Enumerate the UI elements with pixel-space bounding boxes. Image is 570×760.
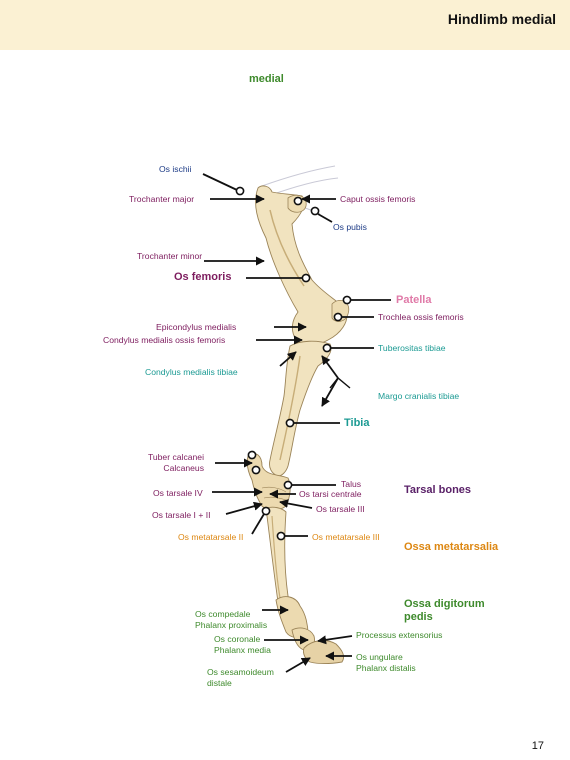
- label-tuberositas-tibiae: Tuberositas tibiae: [378, 343, 446, 353]
- page-title: Hindlimb medial: [447, 11, 556, 27]
- marker-caput-ossis-femoris: [293, 196, 303, 206]
- label-ossa-digitorum: Ossa digitorum: [404, 598, 485, 610]
- label-os-tarsale-iii: Os tarsale III: [316, 504, 365, 514]
- pointer-lines: [202, 173, 391, 673]
- label-margo-cranialis-tibiae: Margo cranialis tibiae: [378, 391, 460, 401]
- pointer-os-ischii: [202, 173, 238, 191]
- label-os-femoris: Os femoris: [174, 271, 232, 283]
- label-talus: Talus: [341, 479, 362, 489]
- view-subtitle: medial: [249, 73, 284, 85]
- label-os-coronale: Os coronale: [214, 634, 261, 644]
- pointer-condylus-medialis-tibiae: [279, 351, 297, 367]
- label-os-tarsale-iv: Os tarsale IV: [153, 488, 203, 498]
- label-condylus-medialis-ossis-femoris: Condylus medialis ossis femoris: [103, 335, 226, 345]
- marker-tuberositas-tibiae: [322, 343, 332, 353]
- label-pedis: pedis: [404, 611, 433, 623]
- label-caput-ossis-femoris: Caput ossis femoris: [340, 194, 416, 204]
- label-ossa-metatarsalia: Ossa metatarsalia: [404, 541, 499, 553]
- label-processus-extensorius: Processus extensorius: [356, 630, 443, 640]
- label-calcaneus: Calcaneus: [163, 463, 204, 473]
- label-tuber-calcanei: Tuber calcanei: [147, 452, 204, 462]
- landmark-markers: [235, 186, 352, 541]
- label-trochlea-ossis-femoris: Trochlea ossis femoris: [378, 312, 464, 322]
- pointer-processus-extensorius: [317, 635, 353, 645]
- label-trochanter-minor: Trochanter minor: [137, 251, 203, 261]
- metatarsus-bone: [265, 506, 289, 603]
- metatarsus-shading: [271, 515, 281, 599]
- label-os-sesamoideum: Os sesamoideum: [207, 667, 274, 677]
- label-patella: Patella: [396, 294, 432, 306]
- pointer-os-metatarsale-ii: [251, 513, 265, 535]
- marker-os-ischii: [235, 186, 245, 196]
- pointer-os-sesamoideum: [285, 657, 311, 673]
- label-os-pubis: Os pubis: [333, 222, 367, 232]
- label-tarsal-bones: Tarsal bones: [404, 484, 472, 496]
- label-condylus-medialis-tibiae: Condylus medialis tibiae: [145, 367, 238, 377]
- pointer-os-pubis: [317, 213, 333, 223]
- header-bar: Hindlimb medial: [0, 0, 570, 50]
- marker-trochlea: [333, 312, 343, 322]
- label-phalanx-distalis: Phalanx distalis: [356, 663, 416, 673]
- marker-os-metatarsale-iii: [276, 531, 286, 541]
- marker-os-metatarsale-ii: [261, 506, 271, 516]
- label-phalanx-media: Phalanx media: [214, 645, 271, 655]
- label-os-ungulare: Os ungulare: [356, 652, 403, 662]
- pointer-margo-cranialis-a: [321, 377, 339, 407]
- marker-os-pubis: [310, 206, 320, 216]
- label-os-metatarsale-ii: Os metatarsale II: [178, 532, 244, 542]
- label-distale: distale: [207, 678, 232, 688]
- marker-os-femoris: [301, 273, 311, 283]
- label-os-compedale: Os compedale: [195, 609, 251, 619]
- phalanx-distalis-bone: [303, 640, 345, 664]
- marker-patella: [342, 295, 352, 305]
- label-phalanx-proximalis: Phalanx proximalis: [195, 620, 268, 630]
- label-os-ischii: Os ischii: [159, 164, 192, 174]
- marker-talus: [283, 480, 293, 490]
- marker-tuber-calcanei: [247, 450, 257, 460]
- tibia-shading: [279, 355, 301, 461]
- marker-calcaneus: [251, 465, 261, 475]
- label-trochanter-major: Trochanter major: [129, 194, 195, 204]
- marker-tibia: [285, 418, 295, 428]
- label-tibia: Tibia: [344, 417, 370, 429]
- tibia-bone: [269, 340, 332, 477]
- pointer-margo-cranialis-b: [321, 355, 339, 379]
- pointer-os-tarsale-iii: [279, 499, 313, 509]
- label-os-tarsi-centrale: Os tarsi centrale: [299, 489, 362, 499]
- label-os-metatarsale-iii: Os metatarsale III: [312, 532, 380, 542]
- pointer-os-tarsale-i-ii: [225, 501, 263, 515]
- page-number: 17: [531, 740, 544, 752]
- label-epicondylus-medialis: Epicondylus medialis: [156, 322, 237, 332]
- label-os-tarsale-i-ii: Os tarsale I + II: [152, 510, 211, 520]
